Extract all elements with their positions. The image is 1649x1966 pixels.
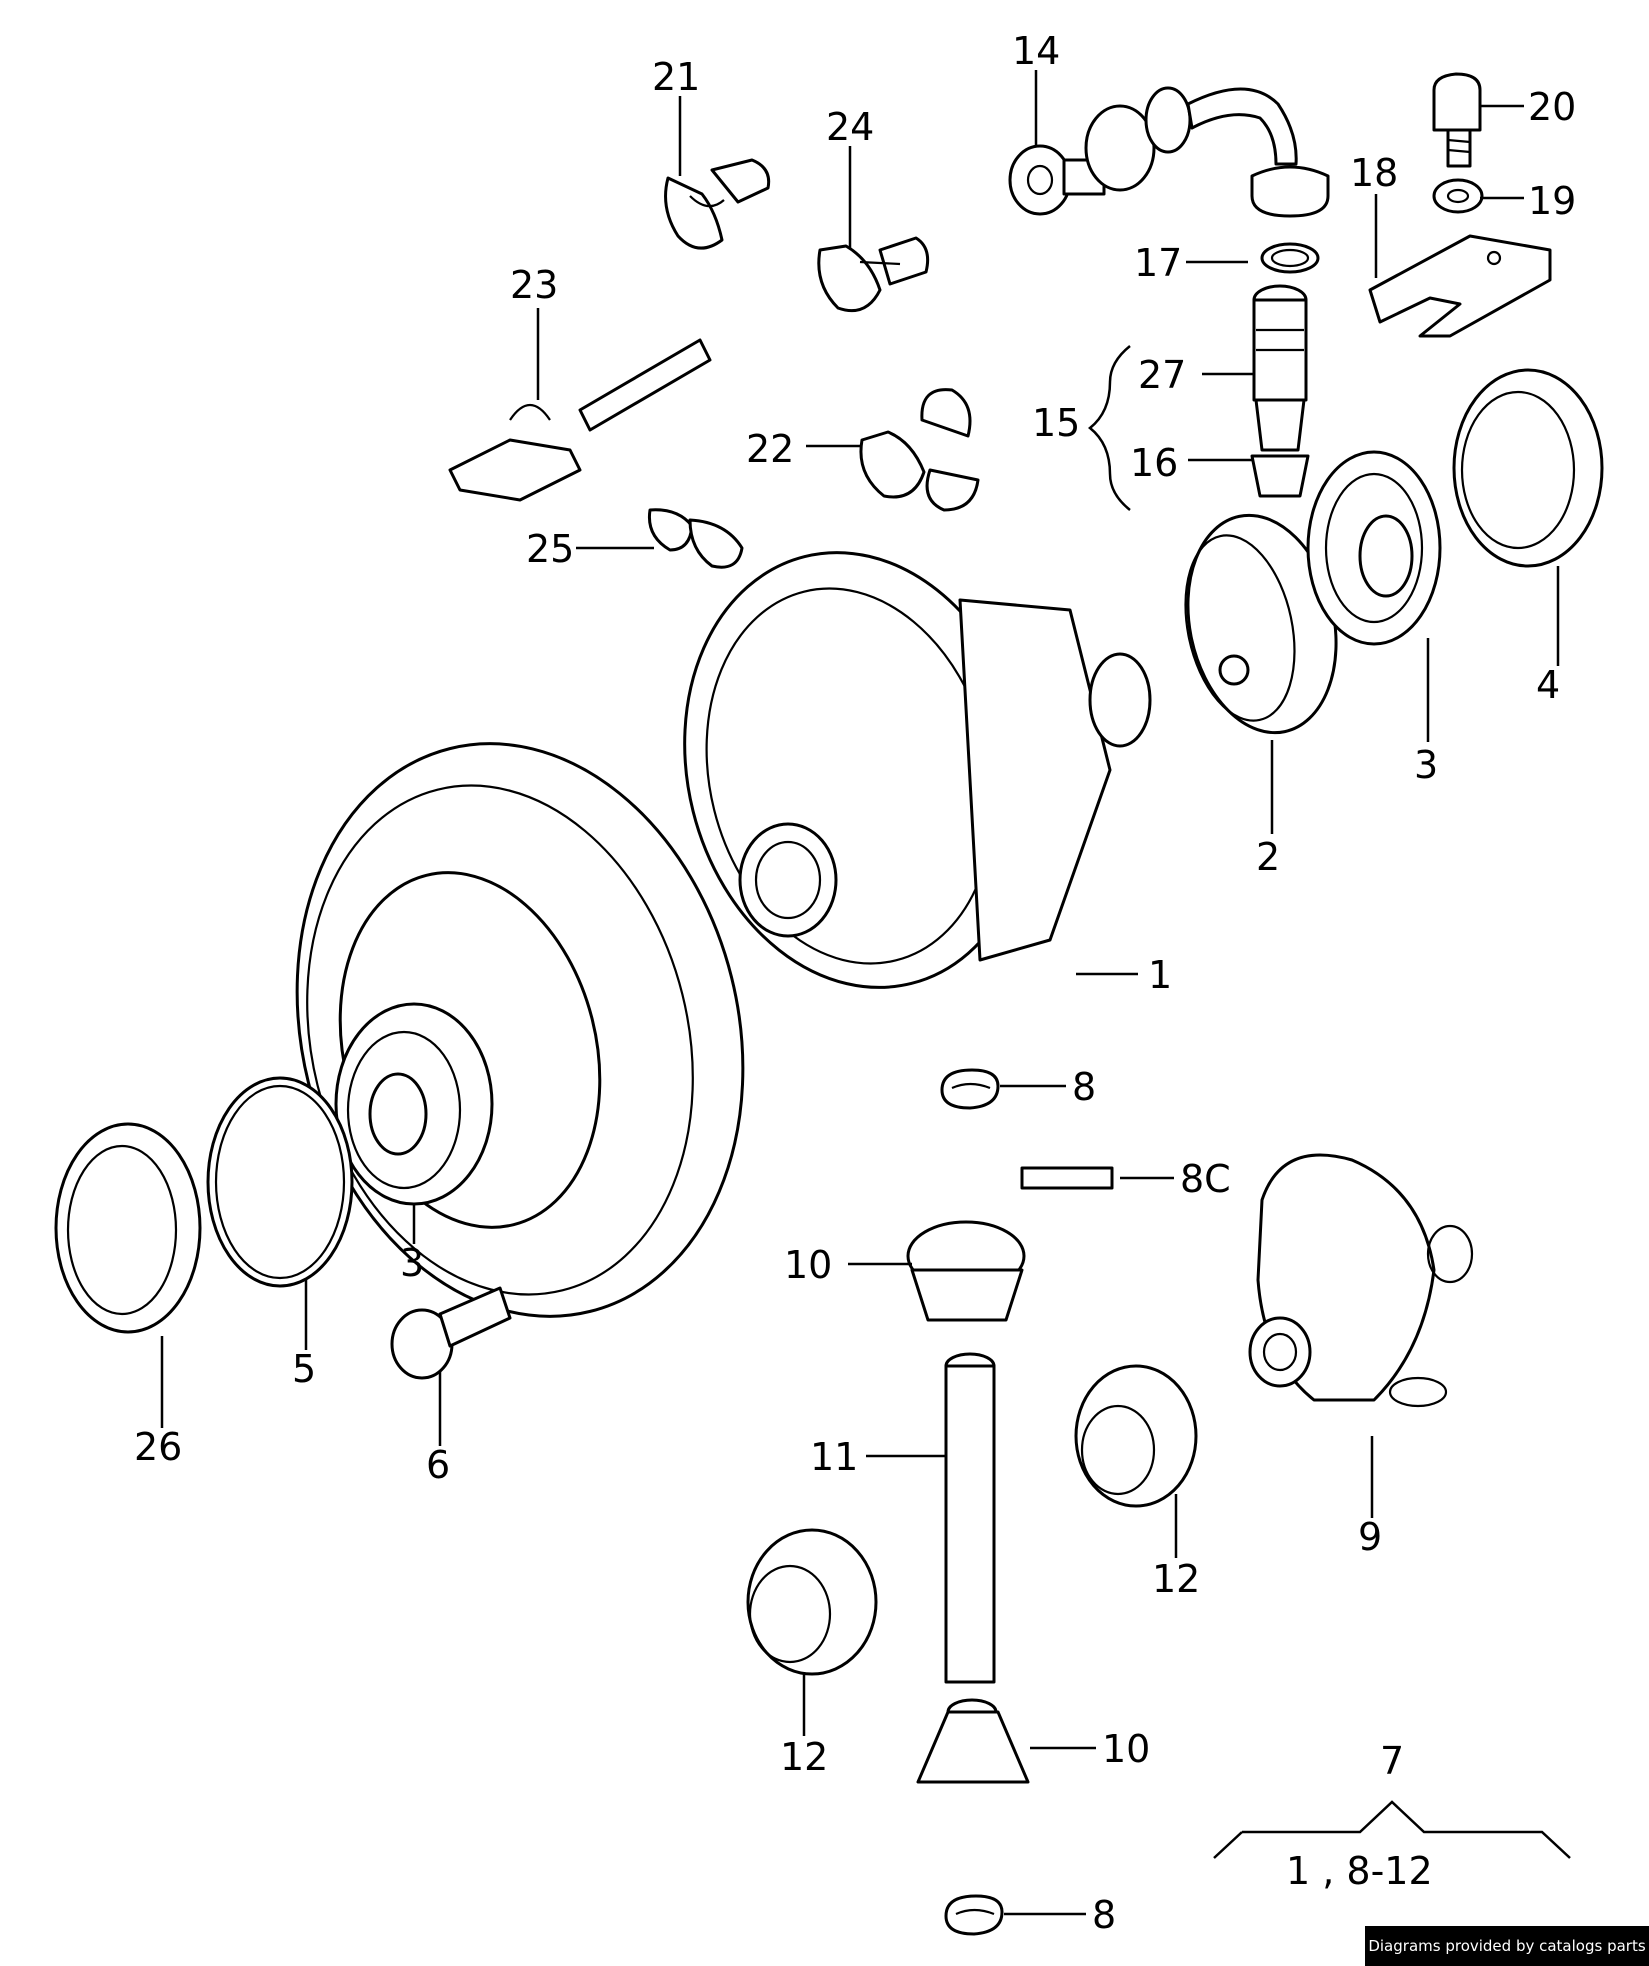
callout-12-left: 12: [780, 1735, 828, 1779]
part-21-clip: [664, 158, 771, 250]
part-6-bolt: [390, 1286, 512, 1380]
callout-3-upper: 3: [1414, 743, 1438, 787]
callout-26: 26: [134, 1425, 182, 1469]
callout-7: 7: [1380, 1739, 1404, 1783]
part-10-bevel-gear-upper: [906, 1220, 1026, 1322]
watermark-badge: Diagrams provided by catalogs parts: [1365, 1926, 1649, 1966]
callout-25: 25: [526, 527, 574, 571]
callout-22: 22: [746, 427, 794, 471]
part-27-drive-gear: [1250, 284, 1310, 498]
group-note: 1 , 8-12: [1286, 1849, 1433, 1893]
callout-16: 16: [1130, 441, 1178, 485]
callout-10-upper: 10: [784, 1243, 832, 1287]
callout-6: 6: [426, 1443, 450, 1487]
callout-14: 14: [1012, 29, 1060, 73]
callout-2: 2: [1256, 835, 1280, 879]
callout-8-lower: 8: [1092, 1893, 1116, 1937]
callout-11: 11: [810, 1435, 858, 1479]
callout-15: 15: [1032, 401, 1080, 445]
part-8-circlip-upper: [940, 1068, 1000, 1110]
part-4-seal-upper: [1452, 368, 1604, 568]
part-11-shaft: [944, 1352, 996, 1684]
callout-9: 9: [1358, 1515, 1382, 1559]
callout-17: 17: [1134, 241, 1182, 285]
callout-20: 20: [1528, 85, 1576, 129]
callout-27: 27: [1138, 353, 1186, 397]
part-24-clip: [817, 236, 930, 313]
part-20-bolt: [1432, 72, 1482, 168]
callout-23: 23: [510, 263, 558, 307]
part-12-side-gear-right: [1074, 1364, 1198, 1508]
callout-24: 24: [826, 105, 874, 149]
part-17-o-ring: [1250, 165, 1330, 274]
part-12-side-gear-left: [746, 1528, 878, 1676]
callout-10-lower: 10: [1102, 1727, 1150, 1771]
callout-21: 21: [652, 55, 700, 99]
part-5-shim: [206, 1076, 354, 1288]
callout-4: 4: [1536, 663, 1560, 707]
part-26-seal-lower: [54, 1122, 202, 1334]
callout-3-lower: 3: [400, 1241, 424, 1285]
part-1-differential-housing: [683, 551, 1152, 989]
callout-8c: 8C: [1180, 1157, 1231, 1201]
part-3-bearing-upper: [1306, 450, 1442, 646]
callout-8-upper: 8: [1072, 1065, 1096, 1109]
part-14-speedo-drive: [1008, 86, 1298, 216]
part-18-plate: [1368, 234, 1552, 338]
leader-lines: [160, 70, 1571, 1916]
part-25-clip: [647, 508, 744, 569]
callout-12-right: 12: [1152, 1557, 1200, 1601]
callout-18: 18: [1350, 151, 1398, 195]
part-9-spider-housing: [1248, 1153, 1474, 1408]
part-22-double-clip: [859, 388, 980, 512]
callout-19: 19: [1528, 179, 1576, 223]
part-10-bevel-gear-lower: [916, 1698, 1030, 1784]
part-8c-pin: [1020, 1166, 1114, 1190]
part-8-circlip-lower: [944, 1894, 1004, 1936]
callout-5: 5: [292, 1347, 316, 1391]
part-23-cable-strap: [448, 338, 712, 502]
callout-1: 1: [1148, 953, 1172, 997]
part-19-nut: [1432, 178, 1484, 214]
part-2-drive-gear: [1184, 513, 1338, 735]
part-3-bearing-lower: [334, 1002, 494, 1206]
